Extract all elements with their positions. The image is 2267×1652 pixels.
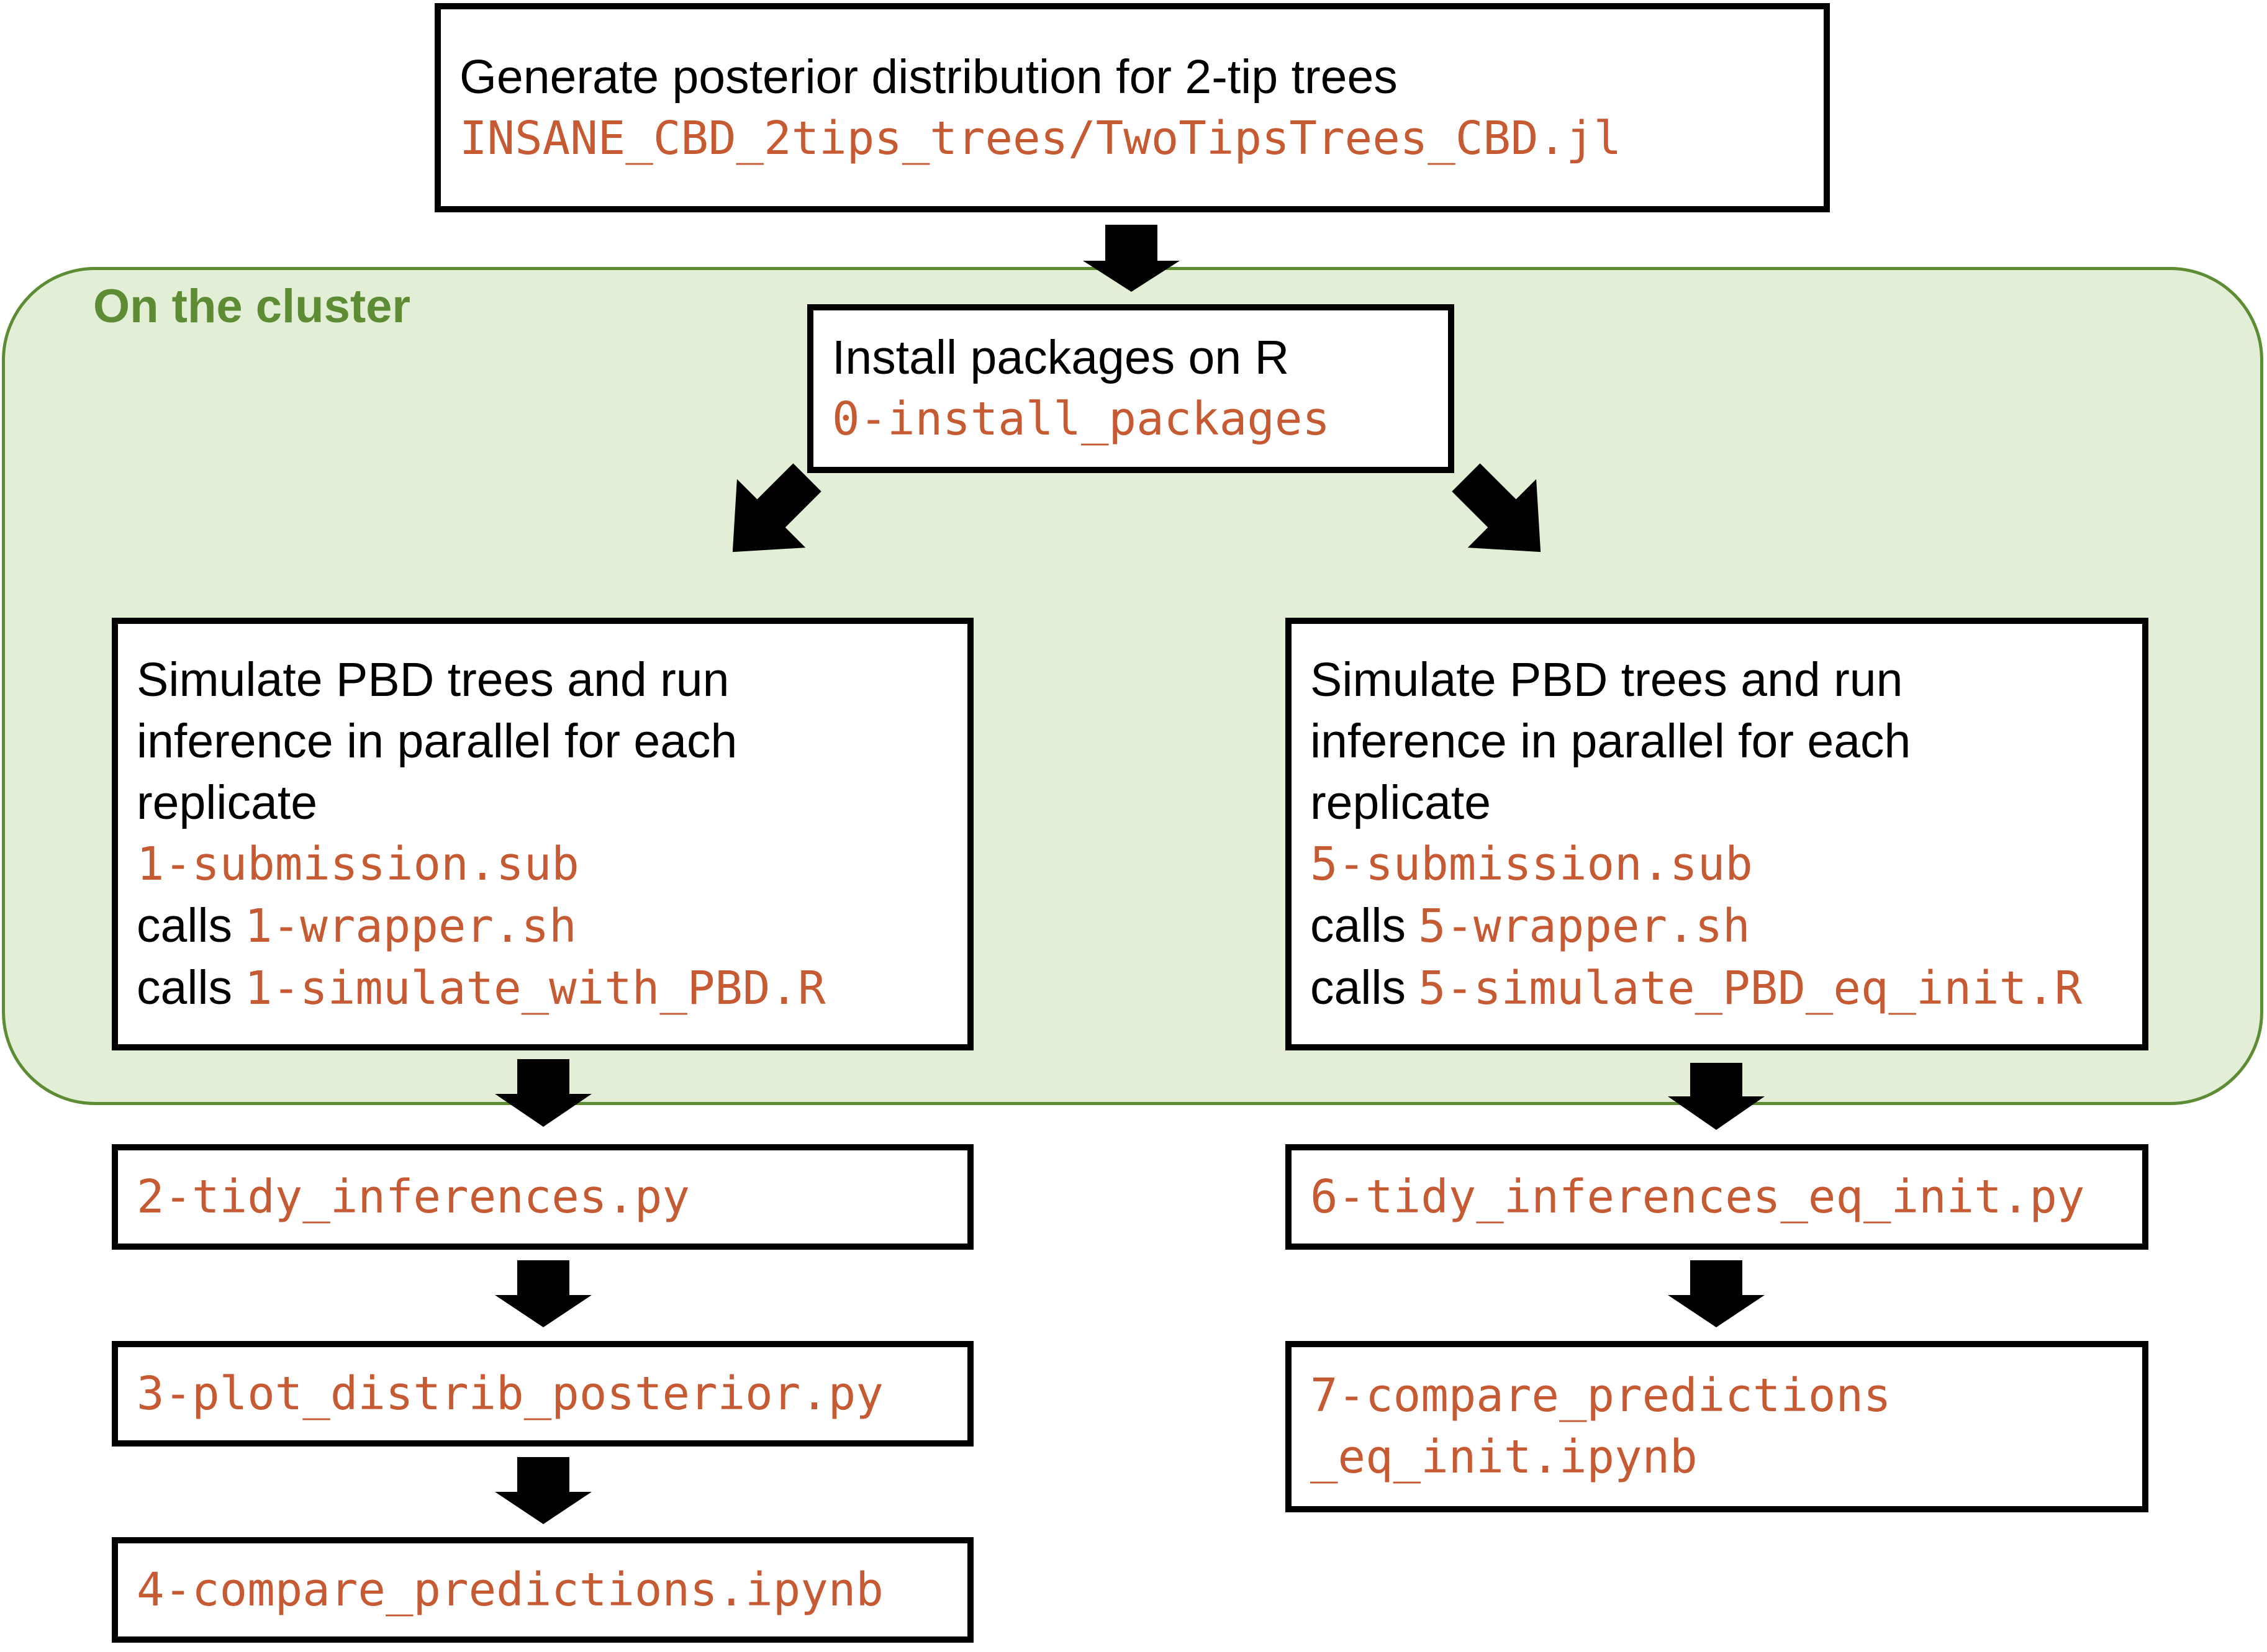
arrow-down-icon <box>1668 1260 1765 1327</box>
called-script: 1-simulate_with_PBD.R <box>245 961 826 1015</box>
step-description-line: inference in parallel for each <box>137 714 738 768</box>
step-simulate-pbd-left: Simulate PBD trees and run inference in … <box>112 618 974 1050</box>
called-script: 5-wrapper.sh <box>1418 899 1750 953</box>
calls-word: calls <box>1310 960 1406 1014</box>
script-name: 4-compare_predictions.ipynb <box>137 1563 884 1617</box>
step-compare-predictions-left: 4-compare_predictions.ipynb <box>112 1537 974 1643</box>
script-name: 2-tidy_inferences.py <box>137 1170 690 1224</box>
step-description-line: replicate <box>137 775 318 829</box>
step-compare-predictions-right: 7-compare_predictions _eq_init.ipynb <box>1285 1341 2148 1512</box>
script-name: 1-submission.sub <box>137 837 579 891</box>
calls-word: calls <box>1310 898 1406 952</box>
step-description-line: inference in parallel for each <box>1310 714 1911 768</box>
arrow-down-icon <box>495 1260 592 1327</box>
step-install-packages: Install packages on R 0-install_packages <box>807 304 1454 473</box>
step-description: Generate posterior distribution for 2-ti… <box>459 50 1398 104</box>
script-name-line: _eq_init.ipynb <box>1310 1430 1698 1484</box>
step-tidy-inferences-right: 6-tidy_inferences_eq_init.py <box>1285 1144 2148 1250</box>
step-generate-posterior: Generate posterior distribution for 2-ti… <box>435 3 1830 212</box>
called-script: 1-wrapper.sh <box>245 899 577 953</box>
called-script: 5-simulate_PBD_eq_init.R <box>1418 961 2083 1015</box>
step-description-line: Simulate PBD trees and run <box>1310 652 1903 706</box>
step-description: Install packages on R <box>832 331 1290 384</box>
step-plot-posterior: 3-plot_distrib_posterior.py <box>112 1341 974 1447</box>
script-name: 5-submission.sub <box>1310 837 1753 891</box>
step-description-line: replicate <box>1310 775 1491 829</box>
step-description-line: Simulate PBD trees and run <box>137 652 730 706</box>
calls-word: calls <box>137 960 233 1014</box>
step-tidy-inferences-left: 2-tidy_inferences.py <box>112 1144 974 1250</box>
script-name: INSANE_CBD_2tips_trees/TwoTipsTrees_CBD.… <box>459 111 1622 165</box>
script-name: 6-tidy_inferences_eq_init.py <box>1310 1170 2085 1224</box>
step-simulate-pbd-right: Simulate PBD trees and run inference in … <box>1285 618 2148 1050</box>
script-name-line: 7-compare_predictions <box>1310 1369 1891 1422</box>
cluster-label: On the cluster <box>93 280 410 333</box>
script-name: 0-install_packages <box>832 392 1330 446</box>
calls-word: calls <box>137 898 233 952</box>
script-name: 3-plot_distrib_posterior.py <box>137 1366 884 1420</box>
arrow-down-icon <box>495 1457 592 1524</box>
